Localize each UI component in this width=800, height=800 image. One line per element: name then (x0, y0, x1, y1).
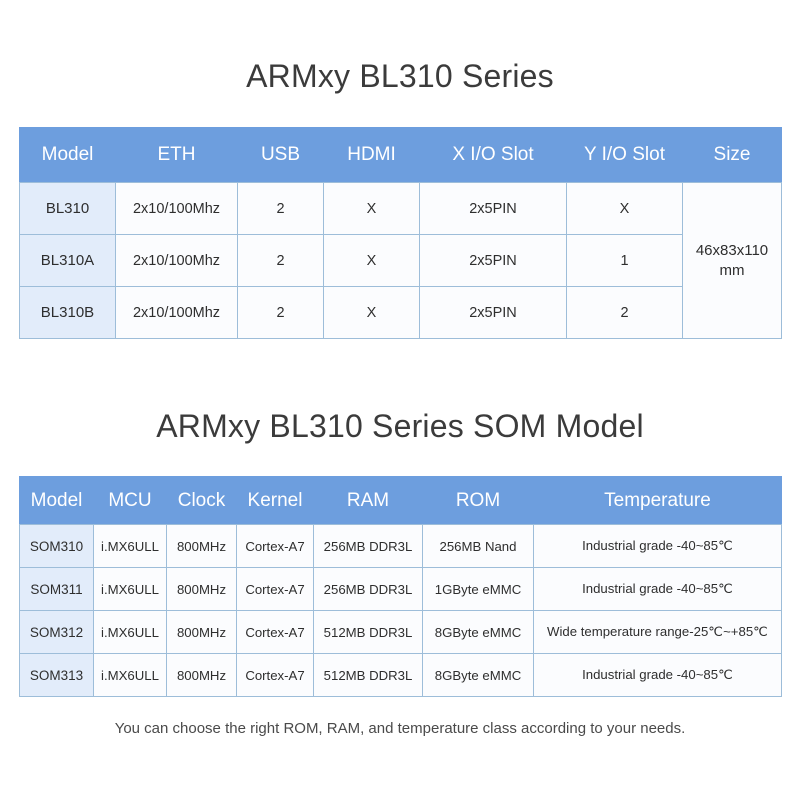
table-row: SOM312 i.MX6ULL 800MHz Cortex-A7 512MB D… (19, 610, 782, 654)
table-header-row: Model MCU Clock Kernel RAM ROM Temperatu… (19, 476, 782, 525)
cell-clock: 800MHz (166, 610, 237, 654)
col-header-size: Size (682, 127, 782, 183)
page-title-som: ARMxy BL310 Series SOM Model (156, 408, 644, 444)
som-model-table: Model MCU Clock Kernel RAM ROM Temperatu… (19, 476, 782, 697)
cell-x-io-slot: 2x5PIN (419, 234, 567, 287)
cell-model: BL310B (19, 286, 116, 339)
cell-ram: 512MB DDR3L (313, 653, 423, 697)
col-header-y-io-slot: Y I/O Slot (566, 127, 683, 183)
table-row: SOM313 i.MX6ULL 800MHz Cortex-A7 512MB D… (19, 653, 782, 697)
cell-rom: 1GByte eMMC (422, 567, 534, 611)
col-header-mcu: MCU (93, 476, 167, 525)
size-line-2: mm (719, 261, 745, 279)
bl310-series-table: Model ETH USB HDMI X I/O Slot Y I/O Slot… (19, 127, 782, 339)
cell-eth: 2x10/100Mhz (115, 286, 238, 339)
cell-usb: 2 (237, 182, 324, 235)
cell-usb: 2 (237, 286, 324, 339)
cell-eth: 2x10/100Mhz (115, 182, 238, 235)
cell-kernel: Cortex-A7 (236, 653, 314, 697)
cell-usb: 2 (237, 234, 324, 287)
cell-ram: 512MB DDR3L (313, 610, 423, 654)
cell-x-io-slot: 2x5PIN (419, 286, 567, 339)
cell-y-io-slot: X (566, 182, 683, 235)
table-header-row: Model ETH USB HDMI X I/O Slot Y I/O Slot… (19, 127, 782, 183)
cell-model: SOM310 (19, 524, 94, 568)
table-row: BL310 2x10/100Mhz 2 X 2x5PIN X 46x83x110… (19, 182, 782, 339)
cell-mcu: i.MX6ULL (93, 653, 167, 697)
cell-size-merged: 46x83x110 mm (682, 182, 782, 339)
table-row: BL310B 2x10/100Mhz 2 X 2x5PIN 2 (19, 286, 782, 339)
cell-y-io-slot: 2 (566, 286, 683, 339)
cell-clock: 800MHz (166, 524, 237, 568)
cell-kernel: Cortex-A7 (236, 610, 314, 654)
cell-mcu: i.MX6ULL (93, 610, 167, 654)
col-header-temperature: Temperature (533, 476, 782, 525)
cell-model: SOM311 (19, 567, 94, 611)
table-row: SOM310 i.MX6ULL 800MHz Cortex-A7 256MB D… (19, 524, 782, 568)
cell-clock: 800MHz (166, 653, 237, 697)
cell-hdmi: X (323, 182, 420, 235)
cell-model: SOM312 (19, 610, 94, 654)
cell-eth: 2x10/100Mhz (115, 234, 238, 287)
col-header-usb: USB (237, 127, 324, 183)
page-title-main: ARMxy BL310 Series (246, 58, 554, 94)
cell-x-io-slot: 2x5PIN (419, 182, 567, 235)
col-header-hdmi: HDMI (323, 127, 420, 183)
cell-hdmi: X (323, 286, 420, 339)
col-header-eth: ETH (115, 127, 238, 183)
col-header-model: Model (19, 476, 94, 525)
cell-kernel: Cortex-A7 (236, 524, 314, 568)
cell-rom: 8GByte eMMC (422, 653, 534, 697)
cell-mcu: i.MX6ULL (93, 524, 167, 568)
col-header-model: Model (19, 127, 116, 183)
col-header-ram: RAM (313, 476, 423, 525)
cell-rom: 256MB Nand (422, 524, 534, 568)
cell-temperature: Wide temperature range-25℃~+85℃ (533, 610, 782, 654)
col-header-x-io-slot: X I/O Slot (419, 127, 567, 183)
cell-clock: 800MHz (166, 567, 237, 611)
cell-model: BL310A (19, 234, 116, 287)
cell-rom: 8GByte eMMC (422, 610, 534, 654)
table-row: BL310A 2x10/100Mhz 2 X 2x5PIN 1 (19, 234, 782, 287)
size-line-1: 46x83x110 (695, 241, 769, 259)
cell-hdmi: X (323, 234, 420, 287)
cell-y-io-slot: 1 (566, 234, 683, 287)
cell-model: SOM313 (19, 653, 94, 697)
cell-ram: 256MB DDR3L (313, 567, 423, 611)
footer-note: You can choose the right ROM, RAM, and t… (114, 720, 686, 737)
cell-mcu: i.MX6ULL (93, 567, 167, 611)
col-header-clock: Clock (166, 476, 237, 525)
cell-model: BL310 (19, 182, 116, 235)
col-header-rom: ROM (422, 476, 534, 525)
cell-kernel: Cortex-A7 (236, 567, 314, 611)
cell-ram: 256MB DDR3L (313, 524, 423, 568)
table-row: SOM311 i.MX6ULL 800MHz Cortex-A7 256MB D… (19, 567, 782, 611)
col-header-kernel: Kernel (236, 476, 314, 525)
cell-temperature: Industrial grade -40~85℃ (533, 524, 782, 568)
cell-temperature: Industrial grade -40~85℃ (533, 653, 782, 697)
cell-temperature: Industrial grade -40~85℃ (533, 567, 782, 611)
